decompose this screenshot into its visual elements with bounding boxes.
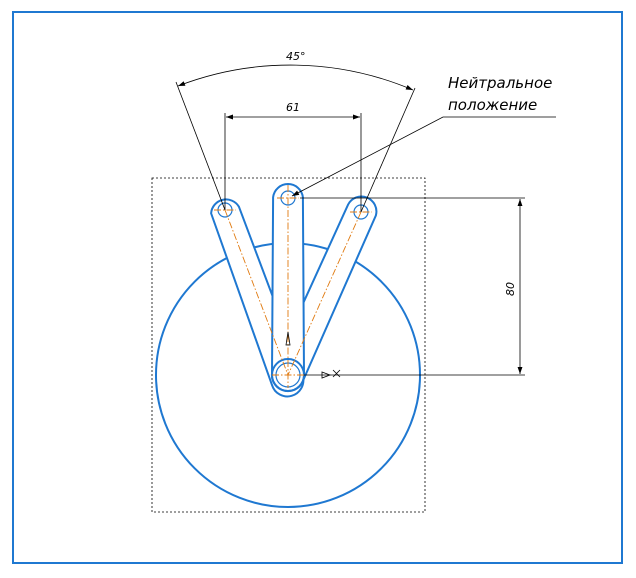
neutral-callout: Нейтральное положение: [291, 74, 556, 197]
height-dimension: 80: [300, 197, 525, 376]
angle-label: 45°: [286, 50, 306, 63]
view-bounding-box: [151, 177, 426, 513]
callout-line-2: положение: [448, 96, 537, 114]
width-label: 61: [286, 101, 300, 114]
axis-lines: [214, 185, 372, 388]
sheet-frame: [12, 11, 623, 564]
height-label: 80: [504, 282, 517, 296]
width-dimension: 61: [224, 101, 362, 212]
callout-line-1: Нейтральное: [448, 74, 552, 92]
angle-dimension: 45°: [175, 50, 416, 213]
